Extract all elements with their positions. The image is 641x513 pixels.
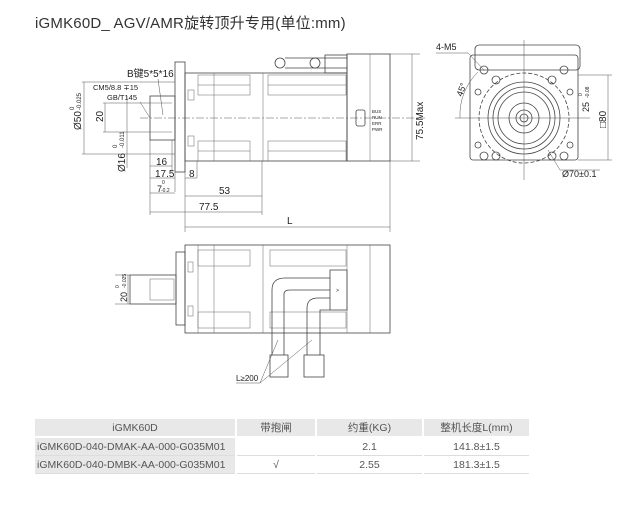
- dimL-label: L: [287, 216, 293, 227]
- dim7-tol-lower: -0.2: [161, 188, 170, 194]
- dia50-tol-upper: 0: [70, 106, 76, 110]
- cell-brake: √: [236, 455, 317, 474]
- status-led-window: [355, 109, 366, 127]
- connector-1: [269, 354, 289, 378]
- standard-label: GB/T145: [107, 93, 137, 102]
- side-connector: [474, 44, 581, 71]
- led-label-run: RUN: [372, 115, 382, 120]
- dia16-label: Ø16: [117, 153, 128, 172]
- dia16-tol-lower: -0.011: [120, 131, 126, 148]
- cell-weight: 2.1: [316, 437, 424, 456]
- bottom-dim20-tol-upper: 0: [115, 285, 121, 288]
- dim7-label: 7: [157, 184, 162, 194]
- angle-label: 45°: [454, 81, 468, 98]
- dim25-tol-lower: -0.08: [585, 86, 591, 98]
- holes-label: 4-M5: [436, 42, 457, 52]
- dia50-label: Ø50: [73, 111, 84, 130]
- flange: [174, 61, 186, 173]
- front-view: BUS RUN ERR PWR 75.5Max Ø50 0 -0.025 20 …: [70, 53, 426, 232]
- dim8-label: 8: [189, 169, 195, 180]
- cell-length: 141.8±1.5: [423, 437, 531, 456]
- dia50-tol-lower: -0.025: [77, 92, 83, 110]
- table-row: iGMK60D-040-DMAK-AA-000-G035M01 2.1 141.…: [35, 437, 531, 456]
- side-view: 4-M5 45° 25 0 -0.08 □80 Ø70±0.1: [436, 40, 612, 180]
- page-title: iGMK60D_ AGV/AMR旋转顶升专用(单位:mm): [35, 15, 346, 32]
- dia16-tol-upper: 0: [113, 144, 119, 148]
- table-header-row: iGMK60D 带抱闸 约重(KG) 整机长度L(mm): [35, 419, 531, 438]
- cell-brake: [236, 437, 317, 456]
- dia70-label: Ø70±0.1: [562, 169, 596, 179]
- key-label: B键5*5*16: [127, 67, 174, 80]
- dim16-label: 16: [156, 157, 168, 168]
- bottom-body: [184, 244, 391, 334]
- height-max-label: 75.5Max: [415, 102, 426, 140]
- header-model: iGMK60D: [35, 419, 237, 438]
- cable-2: [306, 297, 330, 355]
- dim20-label: 20: [95, 110, 106, 122]
- led-label-bus: BUS: [372, 109, 381, 114]
- led-label-err: ERR: [372, 121, 382, 126]
- bottom-view: > 20 0 -0.025 L≥200: [115, 244, 391, 384]
- cell-weight: 2.55: [316, 455, 424, 474]
- bottom-shaft: [129, 274, 177, 305]
- dim17-5-label: 17.5: [155, 169, 175, 180]
- header-brake: 带抱闸: [236, 419, 317, 438]
- cable-length-label: L≥200: [236, 374, 259, 383]
- flange-square: [469, 54, 579, 161]
- header-weight: 约重(KG): [316, 419, 424, 438]
- square80-label: □80: [598, 110, 609, 128]
- cell-length: 181.3±1.5: [423, 455, 531, 474]
- motor-body: [184, 72, 348, 162]
- cell-model: iGMK60D-040-DMBK-AA-000-G035M01: [35, 455, 237, 474]
- dim77-5-label: 77.5: [199, 202, 219, 213]
- cell-model: iGMK60D-040-DMAK-AA-000-G035M01: [35, 437, 237, 456]
- led-label-pwr: PWR: [372, 127, 383, 132]
- dim53-label: 53: [219, 186, 231, 197]
- cable-1: [271, 277, 330, 355]
- top-connector: [274, 54, 348, 74]
- dim7-tol-upper: 0: [162, 180, 165, 186]
- bottom-dim20-tol-lower: -0.025: [122, 274, 128, 288]
- drive-section: [346, 53, 391, 162]
- arrow-mark: >: [336, 288, 339, 294]
- dim25-tol-upper: 0: [578, 93, 584, 96]
- model-spec-table: iGMK60D 带抱闸 约重(KG) 整机长度L(mm) iGMK60D-040…: [35, 419, 531, 474]
- bottom-dim20-label: 20: [119, 292, 129, 302]
- connector-2: [303, 354, 325, 378]
- table-row: iGMK60D-040-DMBK-AA-000-G035M01 √ 2.55 1…: [35, 455, 531, 474]
- thread-label: CM5/8.8 ∓15: [93, 83, 138, 92]
- dim25-label: 25: [581, 102, 591, 112]
- header-length: 整机长度L(mm): [423, 419, 531, 438]
